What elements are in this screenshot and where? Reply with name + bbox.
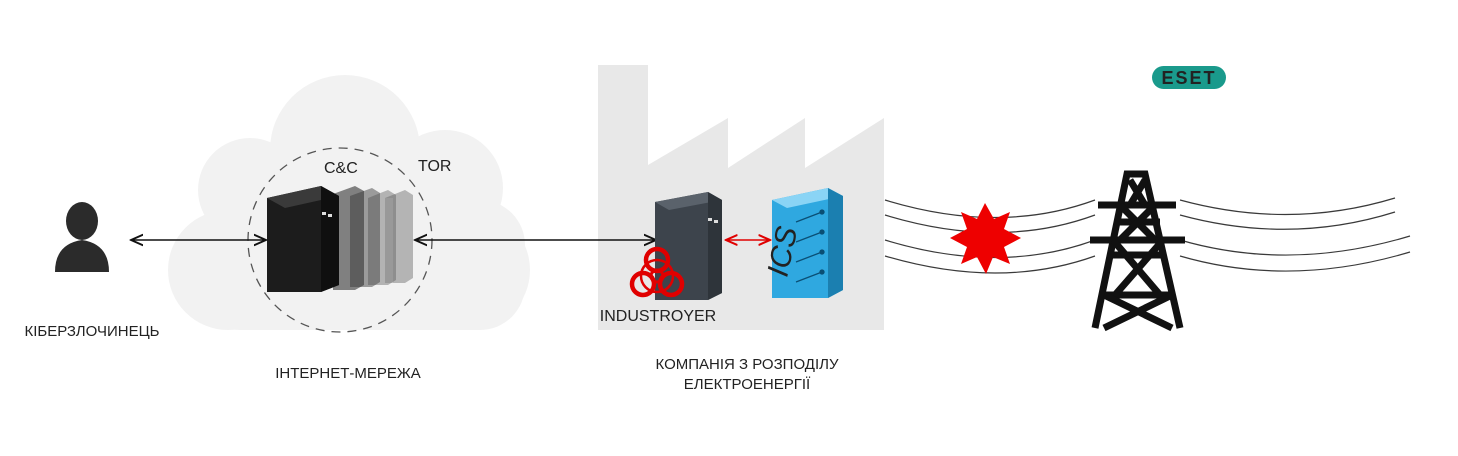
person-icon <box>55 202 109 272</box>
ics-server-icon <box>772 188 843 298</box>
cc-label: C&C <box>324 160 358 177</box>
company-label-line2: ЕЛЕКТРОЕНЕРГІЇ <box>684 376 811 393</box>
attacker-label: КІБЕРЗЛОЧИНЕЦЬ <box>24 323 159 340</box>
company-server-icon <box>655 192 722 300</box>
svg-text:ESET: ESET <box>1161 68 1216 88</box>
malware-label: INDUSTROYER <box>600 308 716 325</box>
server-icon <box>267 186 339 292</box>
explosion-icon <box>950 203 1021 274</box>
eset-logo: ESET <box>1152 66 1226 89</box>
power-tower-icon <box>1090 170 1185 332</box>
company-label-line1: КОМПАНІЯ З РОЗПОДІЛУ <box>656 356 839 373</box>
tor-servers <box>333 186 413 290</box>
internet-label: ІНТЕРНЕТ-МЕРЕЖА <box>275 365 421 382</box>
tor-label: TOR <box>418 158 451 175</box>
biohazard-icon <box>629 246 685 298</box>
